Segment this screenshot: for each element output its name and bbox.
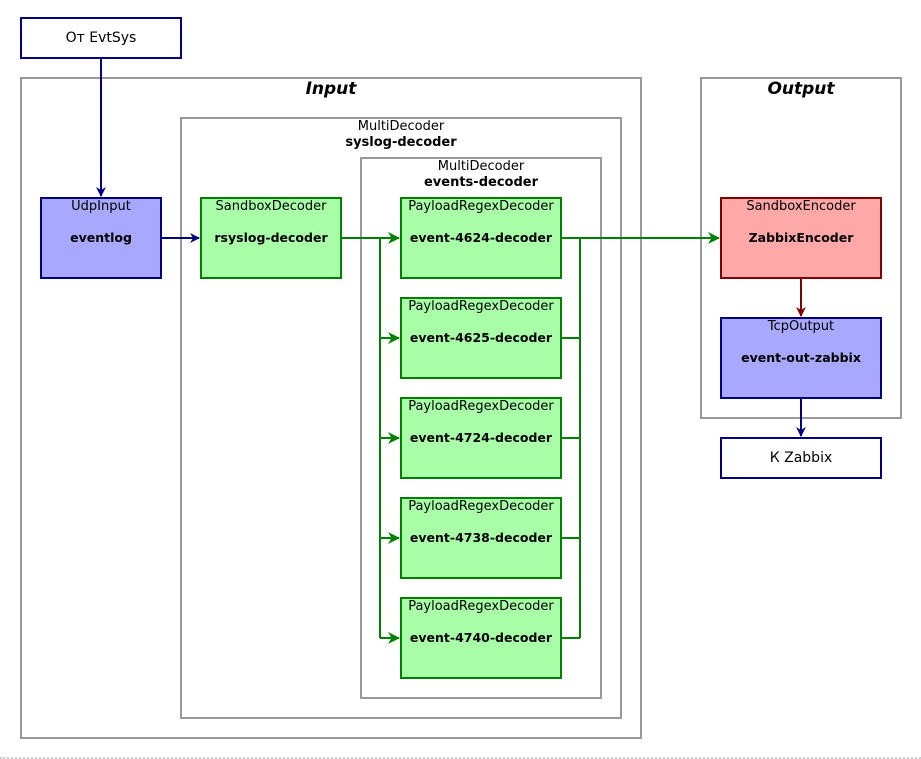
node-udp-input: UdpInput eventlog — [40, 197, 162, 279]
syslog-container-name: syslog-decoder — [345, 135, 457, 150]
bottom-divider — [0, 757, 921, 759]
node-event-4625-decoder: PayloadRegexDecoder event-4625-decoder — [400, 297, 562, 379]
node-event-4724-decoder: PayloadRegexDecoder event-4724-decoder — [400, 397, 562, 479]
input-group-title: Input — [305, 79, 357, 99]
node-zabbix-encoder: SandboxEncoder ZabbixEncoder — [720, 197, 882, 279]
node-name: event-4738-decoder — [409, 530, 553, 545]
events-container-type: MultiDecoder — [437, 159, 525, 174]
node-name: eventlog — [70, 230, 132, 245]
green-fanout-trunk — [342, 237, 381, 638]
node-type: PayloadRegexDecoder — [408, 199, 554, 214]
syslog-container-type: MultiDecoder — [357, 119, 445, 134]
node-type: PayloadRegexDecoder — [408, 599, 554, 614]
node-event-4738-decoder: PayloadRegexDecoder event-4738-decoder — [400, 497, 562, 579]
node-type: SandboxDecoder — [215, 199, 327, 214]
node-name: event-out-zabbix — [741, 350, 861, 365]
node-type: PayloadRegexDecoder — [408, 499, 554, 514]
node-type: PayloadRegexDecoder — [408, 299, 554, 314]
node-event-4624-decoder: PayloadRegexDecoder event-4624-decoder — [400, 197, 562, 279]
sink-label: К Zabbix — [769, 450, 833, 466]
output-group-title: Output — [767, 79, 835, 99]
green-fanin-collector — [562, 238, 581, 639]
source-evtsys-box: От EvtSys — [20, 17, 182, 59]
node-type: SandboxEncoder — [746, 199, 856, 214]
node-name: event-4624-decoder — [409, 230, 553, 245]
node-type: TcpOutput — [767, 319, 835, 334]
node-name: rsyslog-decoder — [214, 230, 328, 245]
source-label: От EvtSys — [65, 30, 137, 46]
node-name: ZabbixEncoder — [748, 230, 854, 245]
node-name: event-4625-decoder — [409, 330, 553, 345]
sink-zabbix-box: К Zabbix — [720, 437, 882, 479]
events-container-name: events-decoder — [423, 175, 538, 190]
node-type: UdpInput — [71, 199, 131, 214]
node-name: event-4740-decoder — [409, 630, 553, 645]
node-type: PayloadRegexDecoder — [408, 399, 554, 414]
node-name: event-4724-decoder — [409, 430, 553, 445]
node-rsyslog-decoder: SandboxDecoder rsyslog-decoder — [200, 197, 342, 279]
node-event-4740-decoder: PayloadRegexDecoder event-4740-decoder — [400, 597, 562, 679]
node-tcp-output: TcpOutput event-out-zabbix — [720, 317, 882, 399]
